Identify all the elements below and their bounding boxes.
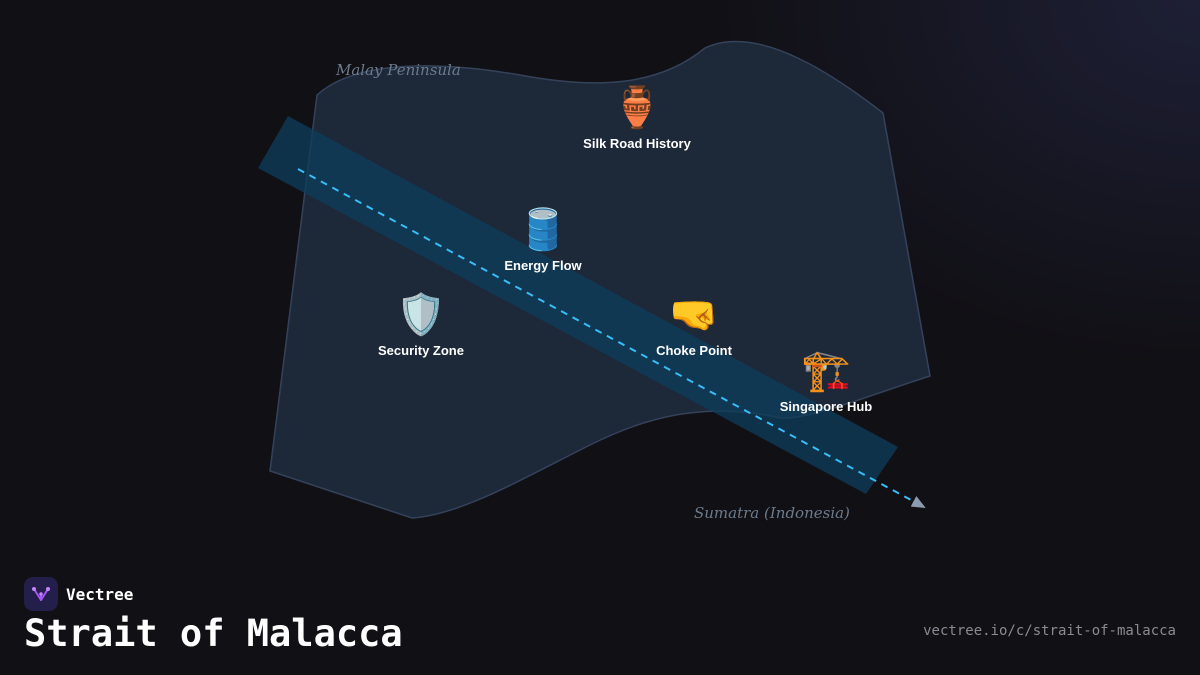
malay-peninsula-label: Malay Peninsula — [336, 61, 461, 79]
marker-label: Singapore Hub — [779, 399, 873, 414]
strait-band — [258, 116, 898, 494]
brand-name: Vectree — [66, 584, 134, 604]
marker-energy-flow[interactable]: 🛢️ Energy Flow — [463, 206, 623, 273]
page-title: Strait of Malacca — [24, 612, 403, 655]
vectree-logo-icon — [24, 577, 58, 611]
fist-icon: 🤜 — [669, 292, 719, 337]
marker-label: Silk Road History — [583, 136, 691, 151]
shipping-route — [297, 168, 926, 508]
marker-silk-road-history[interactable]: 🏺 Silk Road History — [557, 84, 717, 151]
marker-choke-point[interactable]: 🤜 Choke Point — [614, 291, 774, 358]
page-url[interactable]: vectree.io/c/strait-of-malacca — [923, 623, 1176, 639]
sumatra-label: Sumatra (Indonesia) — [694, 504, 850, 522]
marker-singapore-hub[interactable]: 🏗️ Singapore Hub — [746, 347, 906, 414]
amphora-icon: 🏺 — [612, 85, 662, 130]
marker-label: Energy Flow — [504, 258, 582, 273]
oil-drum-icon: 🛢️ — [518, 207, 568, 252]
marker-label: Choke Point — [656, 343, 732, 358]
construction-crane-icon: 🏗️ — [801, 348, 851, 393]
brand: Vectree — [24, 577, 133, 611]
marker-security-zone[interactable]: 🛡️ Security Zone — [341, 291, 501, 358]
shield-icon: 🛡️ — [396, 292, 446, 337]
marker-label: Security Zone — [378, 343, 464, 358]
